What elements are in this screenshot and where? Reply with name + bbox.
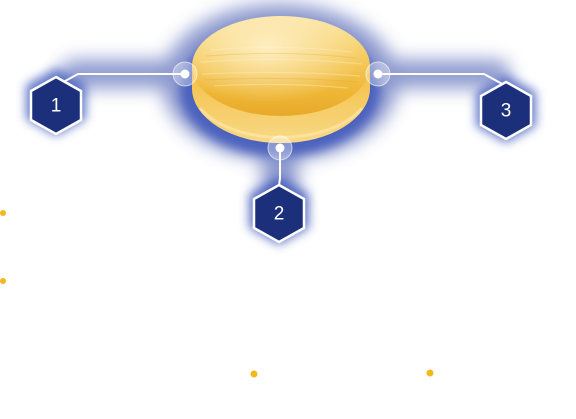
anchor-points: [172, 61, 391, 161]
hexagon-badge-1: [29, 75, 83, 136]
accent-dot: [0, 210, 6, 216]
hexagon-badge-2: [252, 183, 306, 244]
accent-dot: [0, 278, 6, 284]
callout-marker-3[interactable]: 3: [479, 80, 533, 141]
hexagon-badge-3: [479, 80, 533, 141]
anchor-point-2: [267, 135, 293, 161]
connector-line-3: [378, 73, 507, 87]
callout-number-3: 3: [501, 101, 512, 122]
anchor-point-1: [172, 61, 198, 87]
accent-dots: [0, 210, 434, 378]
connector-line-2: [278, 148, 281, 187]
accent-dot: [250, 370, 258, 378]
callout-marker-2[interactable]: 2: [252, 183, 306, 244]
callout-number-1: 1: [51, 96, 62, 117]
anchor-point-3: [365, 61, 391, 87]
tablet-image: [192, 16, 370, 143]
accent-dot: [426, 369, 434, 377]
callout-number-2: 2: [274, 204, 285, 225]
callout-marker-1[interactable]: 1: [29, 75, 83, 136]
